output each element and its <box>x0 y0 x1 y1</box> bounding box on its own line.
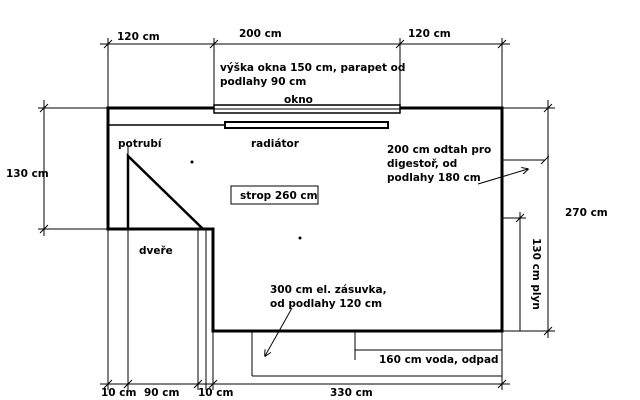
pipe-duct <box>126 153 207 231</box>
dim-bottom-door: 90 cm <box>144 387 179 399</box>
hood-line2: digestoř, od <box>387 158 457 170</box>
dim-bottom-left-wall: 10 cm <box>101 387 136 399</box>
dim-top-left: 120 cm <box>117 31 160 43</box>
pipe-label: potrubí <box>118 138 163 150</box>
bottom-dimension <box>100 349 510 389</box>
hood-line1: 200 cm odtah pro <box>387 144 491 156</box>
dim-right-height: 270 cm <box>565 207 608 219</box>
dim-top-right: 120 cm <box>408 28 451 40</box>
dim-top-middle: 200 cm <box>239 28 282 40</box>
right-dimension <box>502 100 555 338</box>
ceiling-label: strop 260 cm <box>240 190 318 202</box>
dim-left-height: 130 cm <box>6 168 49 180</box>
radiator <box>224 121 389 129</box>
water-label: 160 cm voda, odpad <box>379 354 499 366</box>
gas-dimension <box>502 212 526 331</box>
window-height-line2: podlahy 90 cm <box>220 76 306 88</box>
ceiling-box <box>230 185 319 205</box>
socket-line1: 300 cm el. zásuvka, <box>270 284 387 296</box>
radiator-label: radiátor <box>251 138 300 150</box>
left-dimension <box>38 100 108 236</box>
gas-label: 130 cm plyn <box>530 238 542 310</box>
dim-bottom-right: 330 cm <box>330 387 373 399</box>
dim-bottom-mid-wall: 10 cm <box>198 387 233 399</box>
door-label: dveře <box>139 245 173 257</box>
socket-line2: od podlahy 120 cm <box>270 298 382 310</box>
top-dimension <box>100 38 510 108</box>
window-height-line1: výška okna 150 cm, parapet od <box>220 62 405 74</box>
window-label: okno <box>284 94 313 106</box>
hood-line3: podlahy 180 cm <box>387 172 481 184</box>
